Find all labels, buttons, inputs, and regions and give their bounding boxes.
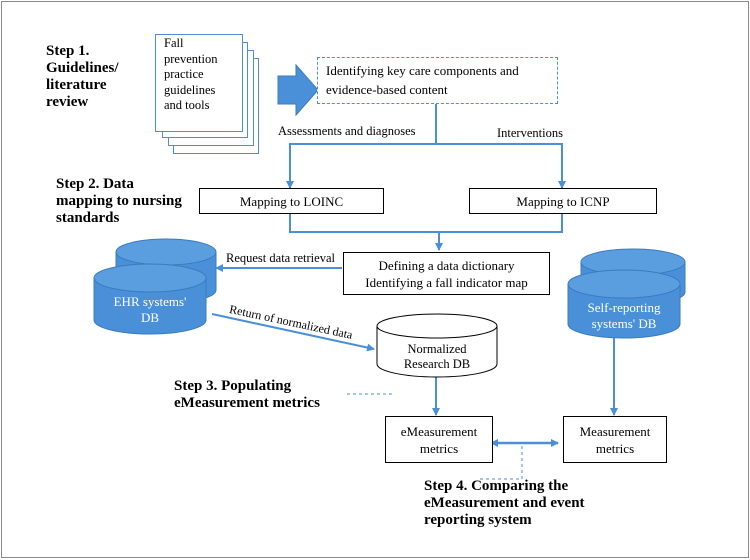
mapping-icnp-box: Mapping to ICNP xyxy=(469,188,657,214)
self-reporting-db-label: Self-reporting systems' DB xyxy=(587,300,661,331)
connector-to-icnp xyxy=(436,143,566,189)
request-data-label: Request data retrieval xyxy=(226,251,335,265)
block-arrow xyxy=(277,63,319,117)
documents-text: Fall prevention practice guidelines and … xyxy=(164,36,218,112)
leader-step4 xyxy=(477,446,523,480)
connector-return xyxy=(211,313,375,352)
document-sheet-front: Fall prevention practice guidelines and … xyxy=(155,34,243,132)
assessments-label: Assessments and diagnoses xyxy=(278,124,416,138)
ehr-db-label: EHR systems' DB xyxy=(113,294,187,325)
normalized-db-cylinder xyxy=(376,313,498,378)
step4-title: Step 4. Comparing the eMeasurement and e… xyxy=(424,478,585,528)
interventions-label: Interventions xyxy=(497,126,563,140)
normalized-db-label: Normalized Research DB xyxy=(403,342,471,371)
step1-title: Step 1. Guidelines/ literature review xyxy=(46,43,119,110)
connector-identify-split xyxy=(286,104,437,189)
mapping-loinc-box: Mapping to LOINC xyxy=(199,188,384,214)
step3-title: Step 3. Populating eMeasurement metrics xyxy=(174,378,320,411)
self-reporting-db-cylinder xyxy=(567,248,686,339)
identify-components-box: Identifying key care components and evid… xyxy=(317,57,558,104)
data-dictionary-box: Defining a data dictionary Identifying a… xyxy=(343,252,550,295)
measurement-metrics-box: Measurement metrics xyxy=(563,416,667,463)
ehr-db-cylinder xyxy=(93,238,217,335)
connector-loinc-down xyxy=(289,214,563,233)
emeasurement-metrics-box: eMeasurement metrics xyxy=(385,416,493,463)
step2-title: Step 2. Data mapping to nursing standard… xyxy=(56,176,182,226)
